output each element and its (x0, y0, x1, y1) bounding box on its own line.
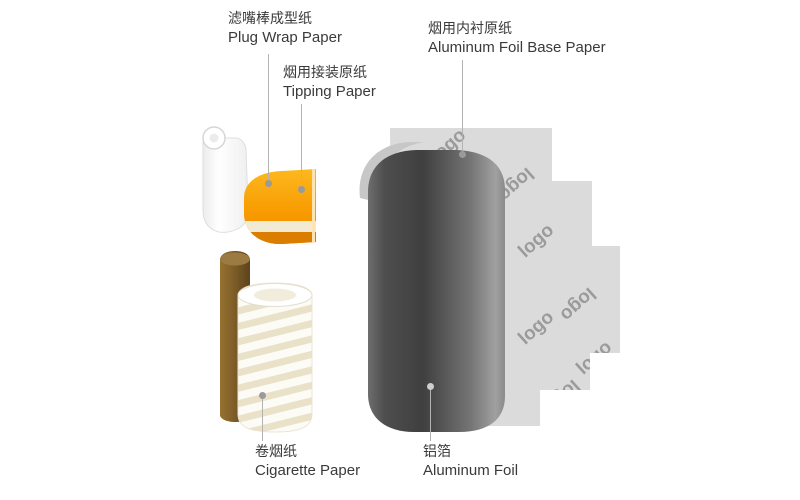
plug-wrap-curl-core (209, 133, 219, 143)
label-cigarette-paper-en: Cigarette Paper (255, 462, 361, 479)
rod-top-face (220, 252, 250, 266)
leader-line-foil (430, 390, 431, 441)
tipping-paper-roll (244, 169, 316, 245)
plug-wrap-paper-roll (202, 126, 249, 233)
marker-dot-tipping (297, 186, 305, 193)
leader-line-plug-wrap (268, 54, 269, 181)
marker-dot-plug-wrap (264, 180, 272, 187)
cigarette-paper-top-inner (254, 288, 296, 302)
label-aluminum-foil-zh: 铝箔 (423, 443, 451, 459)
label-tipping-paper: 烟用接装原纸 Tipping Paper (283, 62, 376, 102)
marker-dot-cigarette (258, 392, 266, 399)
label-aluminum-foil: 铝箔 Aluminum Foil (423, 441, 518, 481)
label-foil-base-paper-zh: 烟用内衬原纸 (428, 20, 512, 36)
label-cigarette-paper: 卷烟纸 Cigarette Paper (255, 441, 360, 481)
aluminum-foil-roll (368, 150, 505, 432)
leader-line-cigarette (262, 396, 263, 441)
leader-line-foil-base (462, 60, 463, 152)
marker-dot-foil (426, 383, 434, 390)
cigarette-paper-roll (237, 282, 313, 433)
label-foil-base-paper: 烟用内衬原纸 Aluminum Foil Base Paper (428, 18, 606, 58)
label-aluminum-foil-en: Aluminum Foil (423, 462, 519, 479)
label-plug-wrap-paper: 滤嘴棒成型纸 Plug Wrap Paper (228, 8, 342, 48)
plug-wrap-sheet (202, 137, 249, 233)
label-plug-wrap-paper-zh: 滤嘴棒成型纸 (228, 10, 312, 26)
label-plug-wrap-paper-en: Plug Wrap Paper (228, 29, 342, 46)
marker-dot-foil-base (458, 151, 466, 158)
label-foil-base-paper-en: Aluminum Foil Base Paper (428, 39, 606, 56)
label-tipping-paper-en: Tipping Paper (283, 83, 376, 100)
label-tipping-paper-zh: 烟用接装原纸 (283, 64, 367, 80)
label-cigarette-paper-zh: 卷烟纸 (255, 443, 297, 459)
leader-line-tipping (301, 104, 302, 187)
